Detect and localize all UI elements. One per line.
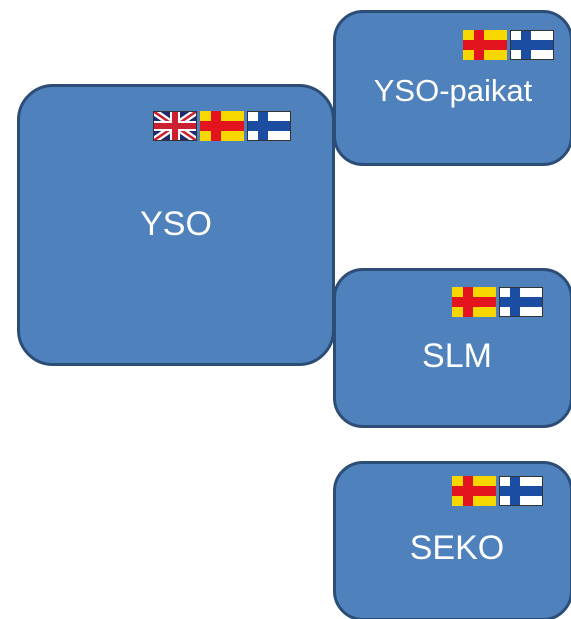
aland-flag-icon [463, 30, 507, 60]
aland-flag-icon [452, 287, 496, 317]
finland-flag-icon [499, 287, 543, 317]
aland-flag-icon [200, 111, 244, 141]
slm-label: SLM [422, 337, 492, 375]
yso-language-flags [153, 111, 291, 141]
uk-flag-icon [153, 111, 197, 141]
seko-box: SEKO [333, 461, 571, 619]
yso-paikat-box: YSO-paikat [333, 10, 571, 166]
yso-paikat-language-flags [463, 30, 554, 60]
finland-flag-icon [510, 30, 554, 60]
seko-label: SEKO [409, 529, 505, 567]
finland-flag-icon [499, 476, 543, 506]
yso-paikat-label: YSO-paikat [373, 73, 533, 108]
yso-label: YSO [140, 205, 212, 243]
slm-language-flags [452, 287, 543, 317]
finland-flag-icon [247, 111, 291, 141]
yso-box: YSO [17, 84, 335, 366]
seko-language-flags [452, 476, 543, 506]
slm-box: SLM [333, 268, 571, 428]
aland-flag-icon [452, 476, 496, 506]
